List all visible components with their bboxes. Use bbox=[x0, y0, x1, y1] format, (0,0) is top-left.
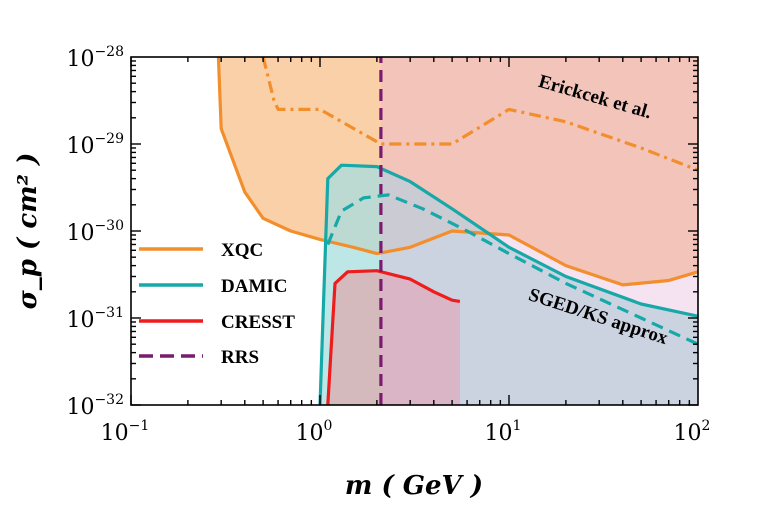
sged-ks-approx-line bbox=[326, 193, 698, 346]
y-tick-label: 10−29 bbox=[66, 131, 124, 159]
legend: XQC DAMIC CRESST RRS bbox=[139, 240, 295, 368]
xqc-line bbox=[216, 57, 698, 287]
y-axis-label: σ_p ( cm² ) bbox=[13, 153, 43, 310]
cresst-excluded-region bbox=[327, 270, 460, 405]
y-tick-label: 10−31 bbox=[66, 305, 124, 333]
y-tick-label: 10−30 bbox=[66, 218, 124, 246]
x-axis-label: m ( GeV ) bbox=[345, 471, 483, 501]
x-tick-label: 102 bbox=[674, 418, 711, 446]
series-lines bbox=[216, 57, 698, 405]
legend-label-rrs: RRS bbox=[221, 347, 259, 368]
x-tick-label: 100 bbox=[296, 418, 333, 446]
legend-label-damic: DAMIC bbox=[221, 276, 288, 297]
x-tick-label: 10−1 bbox=[101, 418, 150, 446]
cresst-line bbox=[326, 269, 461, 405]
legend-label-xqc: XQC bbox=[221, 240, 263, 261]
damic-line bbox=[318, 163, 698, 405]
axis-ticks bbox=[130, 57, 698, 406]
tick-labels: 10−1 100 101 102 10−32 10−31 10−30 10−29 10−28 bbox=[66, 44, 710, 446]
fill-regions bbox=[218, 57, 698, 405]
erickcek-et-al-line bbox=[261, 57, 698, 172]
x-tick-label: 101 bbox=[485, 418, 522, 446]
legend-label-cresst: CRESST bbox=[221, 312, 295, 333]
y-tick-label: 10−28 bbox=[66, 44, 124, 72]
y-tick-label: 10−32 bbox=[66, 392, 124, 420]
